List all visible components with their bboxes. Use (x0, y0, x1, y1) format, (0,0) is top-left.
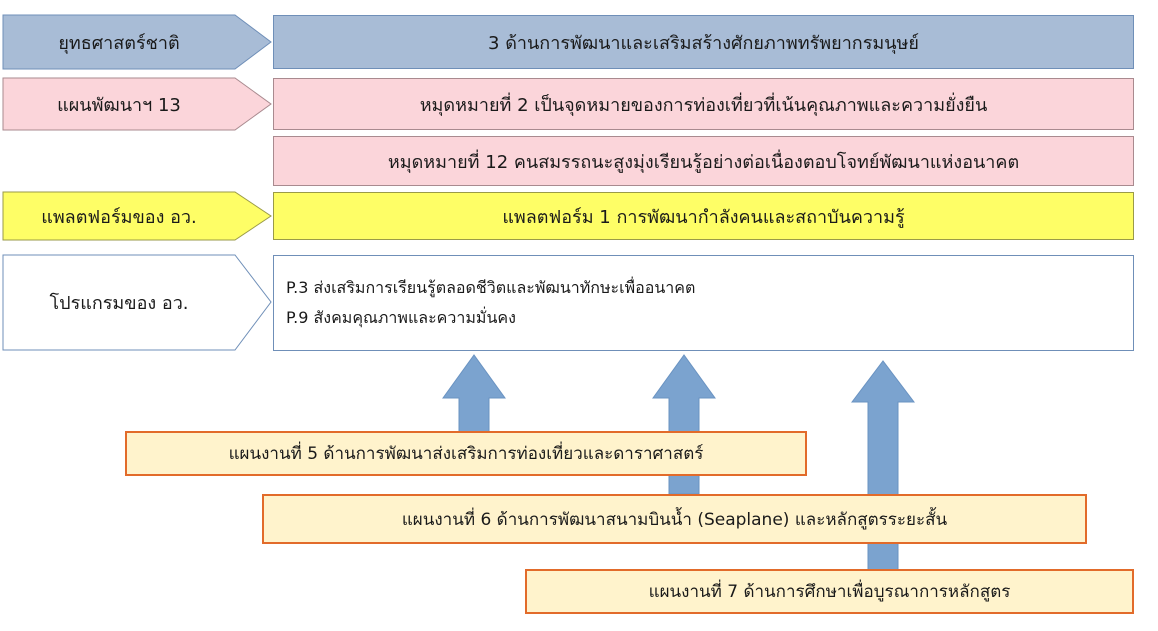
plan13-goal-2: หมุดหมายที่ 2 เป็นจุดหมายของการท่องเที่ย… (273, 78, 1134, 130)
platform-label: แพลตฟอร์มของ อว. (41, 206, 197, 228)
program-item-p3: P.3 ส่งเสริมการเรียนรู้ตลอดชีวิตและพัฒนา… (286, 278, 696, 297)
strategy-content: 3 ด้านการพัฒนาและเสริมสร้างศักยภาพทรัพยา… (273, 15, 1134, 69)
work-plan-6: แผนงานที่ 6 ด้านการพัฒนาสนามบินน้ำ (Seap… (262, 494, 1087, 544)
strategy-label: ยุทธศาสตร์ชาติ (58, 32, 180, 54)
strategy-label-shape (2, 14, 272, 70)
plan13-label: แผนพัฒนาฯ 13 (57, 94, 181, 116)
platform-content: แพลตฟอร์ม 1 การพัฒนากำลังคนและสถาบันความ… (273, 192, 1134, 240)
program-label-shape (2, 254, 272, 351)
plan13-goal-12: หมุดหมายที่ 12 คนสมรรถนะสูงมุ่งเรียนรู้อ… (273, 136, 1134, 186)
arrow-up-icon (442, 354, 506, 433)
work-plan-5: แผนงานที่ 5 ด้านการพัฒนาส่งเสริมการท่องเ… (125, 431, 807, 476)
program-label: โปรแกรมของ อว. (49, 293, 189, 314)
arrow-up-icon (850, 360, 916, 571)
platform-label-shape (2, 191, 272, 241)
plan13-label-shape (2, 77, 272, 131)
program-content: P.3 ส่งเสริมการเรียนรู้ตลอดชีวิตและพัฒนา… (273, 255, 1134, 351)
work-plan-7: แผนงานที่ 7 ด้านการศึกษาเพื่อบูรณาการหลั… (525, 569, 1134, 614)
program-item-p9: P.9 สังคมคุณภาพและความมั่นคง (286, 308, 516, 327)
